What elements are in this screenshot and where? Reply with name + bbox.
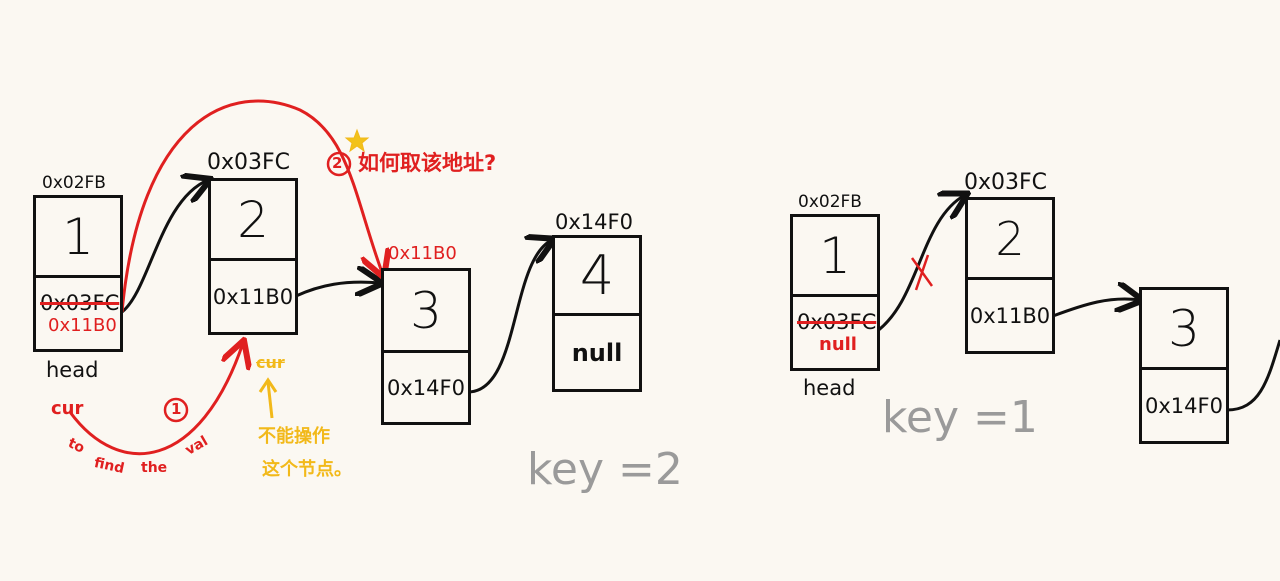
arrow-3-to-4 <box>467 240 552 394</box>
arrow-r3-out <box>1226 339 1280 412</box>
r-node-3-next: 0x14F0 <box>1145 393 1223 418</box>
node-2-value: 2 <box>211 181 295 261</box>
node-4-value: 4 <box>555 238 639 316</box>
key-label-left: key =2 <box>527 444 683 495</box>
arrow-cur-red <box>68 343 243 456</box>
arrow-bypass-red <box>120 99 383 313</box>
arrow-r2-to-r3 <box>1052 299 1140 318</box>
step1-circle <box>163 397 189 423</box>
key-label-right: key =1 <box>882 392 1038 443</box>
r-node-1-next: 0x03FC null <box>793 297 877 368</box>
node-2-next: 0x11B0 <box>212 284 294 309</box>
r-node1-head-label: head <box>803 376 856 400</box>
node1-head-label: head <box>46 358 99 382</box>
r-node-1-value: 1 <box>793 217 877 297</box>
node-2: 2 0x11B0 <box>208 178 298 335</box>
arrow-r1-to-r2 <box>875 195 965 334</box>
blocked-cur-label: cur <box>256 353 285 372</box>
arrow-blocked-yellow <box>266 381 274 419</box>
step1-number: 1 <box>171 400 182 418</box>
step2-question: 如何取该地址? <box>358 151 497 175</box>
step2-number: 2 <box>332 154 343 172</box>
r-node-1-next-old: 0x03FC <box>797 310 877 334</box>
node4-address: 0x14F0 <box>555 210 633 234</box>
node-3: 3 0x14F0 <box>381 268 471 425</box>
node-4: 4 null <box>552 235 642 392</box>
arrow-2-to-3 <box>295 282 380 296</box>
node2-address: 0x03FC <box>207 150 291 175</box>
blocked-note-line1: 不能操作 <box>258 426 330 447</box>
step1-cur-label: cur <box>51 398 84 419</box>
node-1-next-new: 0x11B0 <box>48 315 117 336</box>
r-node-2: 2 0x11B0 <box>965 197 1055 354</box>
node-1: 1 0x03FC 0x11B0 <box>33 195 123 352</box>
r-node-1-next-new: null <box>819 334 857 355</box>
node1-address: 0x02FB <box>42 173 106 193</box>
node-3-value: 3 <box>384 271 468 353</box>
blocked-note-line2: 这个节点。 <box>262 459 352 480</box>
step2-circle <box>326 151 352 177</box>
r-node-2-value: 2 <box>968 200 1052 280</box>
step1-word-the: the <box>141 460 168 476</box>
node-1-value: 1 <box>36 198 120 278</box>
node-1-next-old: 0x03FC <box>40 291 120 315</box>
r-node-2-next: 0x11B0 <box>969 303 1051 328</box>
node3-address: 0x11B0 <box>388 243 457 264</box>
arrow-1-to-2 <box>121 180 208 314</box>
cut-mark-icon <box>910 254 934 291</box>
r-node-1: 1 0x03FC null <box>790 214 880 371</box>
node-3-next: 0x14F0 <box>387 375 465 400</box>
r-node1-address: 0x02FB <box>798 192 862 212</box>
r-node2-address: 0x03FC <box>964 170 1048 195</box>
star-icon <box>344 128 370 153</box>
r-node-3-value: 3 <box>1142 290 1226 370</box>
node-1-next: 0x03FC 0x11B0 <box>36 278 120 349</box>
r-node-3: 3 0x14F0 <box>1139 287 1229 444</box>
node-4-next: null <box>571 338 623 367</box>
